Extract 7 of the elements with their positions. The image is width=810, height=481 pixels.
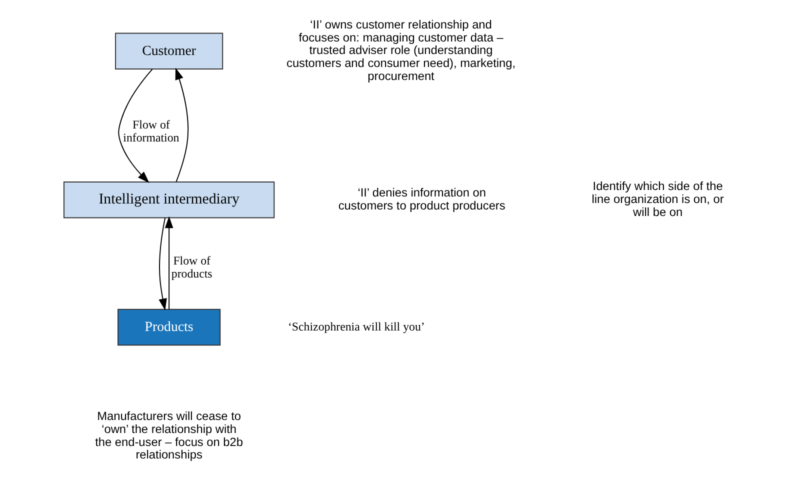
label: Identify which side of the line organization is on, or will be on [592, 179, 724, 219]
edge-label: Flow of information [123, 118, 180, 144]
edge-label: Flow of products [171, 253, 212, 280]
label: Manufacturers will cease to ‘own’ the relationship with the end-user – focus on b2b relationships [95, 409, 243, 462]
label: ‘II’ owns customer relationship and focuses on: managing customer data – trusted adviser role (understanding customers and consumer need), marketing, procurement [286, 17, 516, 83]
label: ‘II’ denies information on customers to product producers [338, 185, 506, 212]
label: ‘Schizophrenia will kill you’ [288, 319, 425, 334]
